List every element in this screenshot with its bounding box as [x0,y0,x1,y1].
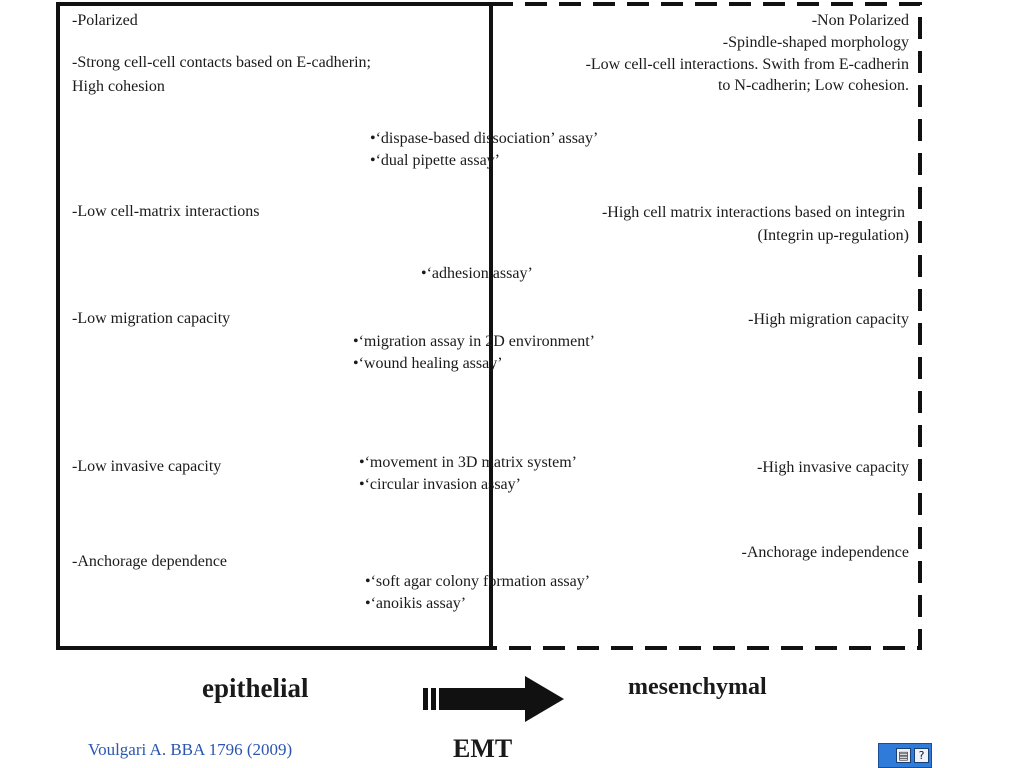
assay-dispase: •‘dispase-based dissociation’ assay’ [370,130,599,147]
assay-movement-3d: •‘movement in 3D matrix system’ [359,454,578,471]
epithelial-trait-cohesion: High cohesion [72,78,165,95]
assay-soft-agar: •‘soft agar colony formation assay’ [365,573,591,590]
emt-label: EMT [453,734,513,763]
mesenchymal-trait-contacts: -Low cell-cell interactions. Swith from … [585,56,909,73]
assay-circular-invasion: •‘circular invasion assay’ [359,476,521,493]
tray-area: ▤ ? [878,743,932,768]
epithelial-trait-contacts: -Strong cell-cell contacts based on E-ca… [72,54,371,71]
mesenchymal-trait-matrix: -High cell matrix interactions based on … [601,204,905,221]
mesenchymal-box [491,2,922,650]
assay-adhesion: •‘adhesion assay’ [421,265,533,282]
mesenchymal-trait-integrin: (Integrin up-regulation) [757,227,910,244]
mesenchymal-label: mesenchymal [628,674,767,700]
mesenchymal-trait-cohesion: to N-cadherin; Low cohesion. [717,77,909,94]
assay-migration-2d: •‘migration assay in 2D environment’ [353,333,595,350]
mesenchymal-trait-invasive: -High invasive capacity [757,459,909,476]
epithelial-label: epithelial [202,673,309,703]
citation: Voulgari A. BBA 1796 (2009) [88,740,293,759]
mesenchymal-trait-anchorage: -Anchorage independence [741,544,909,561]
help-icon[interactable]: ? [914,748,929,763]
assay-anoikis: •‘anoikis assay’ [365,595,467,612]
epithelial-trait-polarized: -Polarized [72,12,138,29]
emt-arrow [423,676,564,722]
assay-dual-pipette: •‘dual pipette assay’ [370,152,500,169]
assay-wound-healing: •‘wound healing assay’ [353,355,503,372]
epithelial-trait-matrix: -Low cell-matrix interactions [72,203,260,220]
mesenchymal-trait-migration: -High migration capacity [748,311,909,328]
keyboard-icon[interactable]: ▤ [896,748,911,763]
epithelial-trait-invasive: -Low invasive capacity [72,458,222,475]
epithelial-trait-migration: -Low migration capacity [72,310,231,327]
epithelial-trait-anchorage: -Anchorage dependence [72,553,228,570]
mesenchymal-trait-morphology: -Spindle-shaped morphology [722,34,909,51]
mesenchymal-trait-polarized: -Non Polarized [811,12,909,29]
